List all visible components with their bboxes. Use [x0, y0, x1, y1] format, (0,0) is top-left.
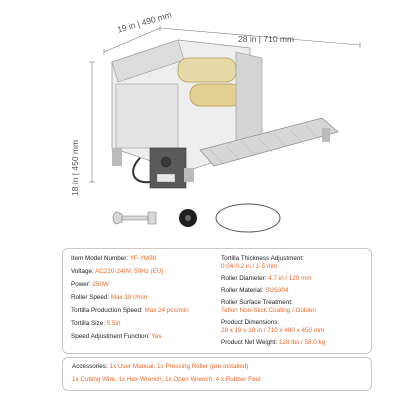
spec-row: Tortilla Production Speed: Max 24 pcs/mi… [71, 307, 189, 315]
dimension-height-label: 18 in | 450 mm [70, 139, 80, 196]
spec-label: Roller Speed: [71, 294, 110, 301]
spec-label: Item Model Number: [71, 255, 129, 262]
spec-label: Product Net Weight: [221, 339, 278, 346]
spec-label: Tortilla Production Speed: [71, 307, 143, 314]
specs-panel: Item Model Number: YF-YM38 Voltage: AC22… [62, 248, 372, 354]
spec-value: Max 24 pcs/min [144, 307, 189, 314]
spec-value: 5.5in [106, 320, 121, 327]
dimension-lines [89, 25, 361, 183]
rubber-foot-icon [179, 209, 197, 227]
spec-value: 128 lbs / 58.0 kg [278, 339, 326, 346]
spec-value: AC220-240V, 50Hz (EU) [95, 268, 164, 275]
spec-label: Roller Material: [221, 287, 264, 294]
tortilla-machine [111, 39, 339, 189]
spec-row: Roller Material: SUS304 [221, 287, 289, 295]
spec-label-row: Tortilla Thickness Adjustment: [221, 255, 304, 263]
spec-row: Roller Diameter: 4.7 in / 120 mm [221, 275, 312, 283]
conveyor-belt [199, 117, 339, 167]
spec-label: Roller Surface Treatment: [221, 299, 293, 306]
spec-row: Power: 250W [71, 281, 109, 289]
spec-row: Roller Speed: Max 18 r/min [71, 294, 147, 302]
accessories-label: Accessories: [72, 363, 108, 370]
spec-row: Voltage: AC220-240V, 50Hz (EU) [71, 268, 164, 276]
spec-label: Speed Adjustment Function: [71, 333, 150, 340]
spec-value: YF-YM38 [129, 255, 157, 262]
spec-value: 4.7 in / 120 mm [268, 275, 312, 282]
spec-value-row: 0.04-0.2 in / 1-5 mm [221, 263, 277, 271]
roller-golden-lower [189, 83, 243, 107]
spec-value: Teflon Non-Stick Coating / Golden [221, 307, 316, 314]
spec-row: Item Model Number: YF-YM38 [71, 255, 156, 263]
spec-value: 250W [92, 281, 109, 288]
spec-value: Max 18 r/min [110, 294, 148, 301]
accessories-line-1: Accessories: 1x User Manual, 1x Pressing… [72, 363, 248, 371]
cutting-wire-icon [215, 203, 281, 233]
spec-label: Power: [71, 281, 91, 288]
spec-value-row: Teflon Non-Stick Coating / Golden [221, 307, 316, 315]
spec-row: Product Net Weight: 128 lbs / 58.0 kg [221, 339, 325, 347]
spec-row: Speed Adjustment Function: Yes [71, 333, 162, 341]
spec-value: 28 x 19 x 18 in / 710 x 490 x 450 mm [221, 327, 325, 334]
accessories-panel: Accessories: 1x User Manual, 1x Pressing… [62, 357, 372, 391]
spec-label: Tortilla Thickness Adjustment: [221, 255, 304, 262]
spec-label: Roller Diameter: [221, 275, 267, 282]
dimension-length-label: 28 in | 710 mm [238, 34, 295, 44]
spec-row: Tortilla Size: 5.5in [71, 320, 120, 328]
spec-label-row: Product Dimensions: [221, 319, 279, 327]
spec-label: Voltage: [71, 268, 94, 275]
spec-value: Yes [151, 333, 162, 340]
product-illustration [89, 25, 361, 233]
accessories-line-2: 1x Cutting Wire, 1x Hex Wrench, 1x Open … [72, 376, 261, 384]
spec-value-row: 28 x 19 x 18 in / 710 x 490 x 450 mm [221, 327, 324, 335]
open-wrench-icon [112, 211, 157, 225]
roller-golden [177, 57, 237, 83]
accessories-items-1: 1x User Manual, 1x Pressing Roller (pre-… [109, 363, 249, 370]
spec-value: SUS304 [265, 287, 289, 294]
spec-label: Tortilla Size: [71, 320, 105, 327]
spec-label-row: Roller Surface Treatment: [221, 299, 293, 307]
accessories-items-2: 1x Cutting Wire, 1x Hex Wrench, 1x Open … [72, 376, 261, 383]
spec-value: 0.04-0.2 in / 1-5 mm [221, 263, 278, 270]
spec-label: Product Dimensions: [221, 319, 280, 326]
